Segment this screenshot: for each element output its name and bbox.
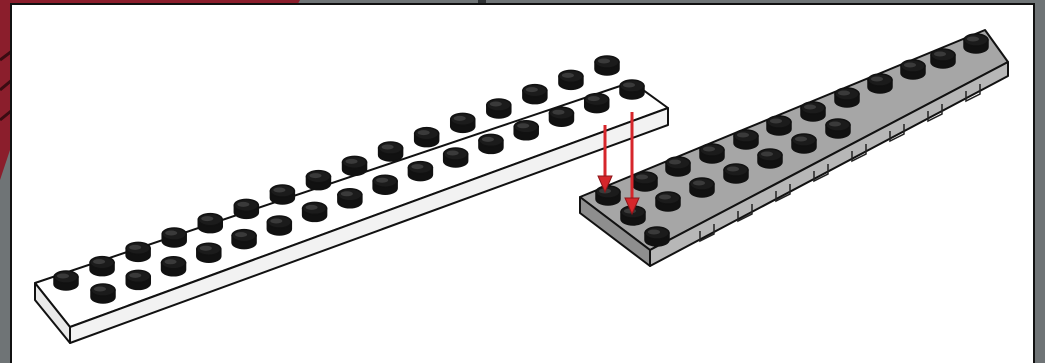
stud: [767, 116, 791, 135]
stud: [379, 142, 403, 161]
stud: [198, 214, 222, 233]
stud: [197, 243, 221, 262]
stud: [585, 94, 609, 113]
stud: [343, 156, 367, 175]
stud: [645, 227, 669, 246]
stud: [633, 172, 657, 191]
stud: [126, 270, 150, 289]
stud: [303, 202, 327, 221]
stud: [792, 134, 816, 153]
stud: [734, 130, 758, 149]
stud: [595, 56, 619, 75]
stud: [656, 192, 680, 211]
stud: [964, 34, 988, 53]
stud: [267, 216, 291, 235]
stud: [373, 175, 397, 194]
stud: [596, 186, 620, 205]
stud: [232, 230, 256, 249]
stud: [306, 171, 330, 190]
stud: [90, 257, 114, 276]
stud: [826, 119, 850, 138]
stud: [234, 199, 258, 218]
stud: [270, 185, 294, 204]
stud: [54, 271, 78, 290]
stud: [835, 88, 859, 107]
white-plate-side: [70, 108, 668, 343]
stud: [620, 80, 644, 99]
stud: [126, 242, 150, 261]
stud: [559, 70, 583, 89]
gray-wedge-plate: [580, 30, 1008, 266]
stud: [487, 99, 511, 118]
stud: [758, 149, 782, 168]
stud: [901, 60, 925, 79]
stud: [523, 85, 547, 104]
white-plate: [35, 56, 668, 343]
stud: [338, 189, 362, 208]
stud: [724, 164, 748, 183]
stud: [479, 134, 503, 153]
stud: [700, 144, 724, 163]
stud: [415, 128, 439, 147]
stud: [162, 257, 186, 276]
stud: [408, 162, 432, 181]
stud: [162, 228, 186, 247]
stud: [91, 284, 115, 303]
stud: [514, 121, 538, 140]
stud: [690, 178, 714, 197]
stud: [451, 113, 475, 132]
stud: [801, 102, 825, 121]
stud: [444, 148, 468, 167]
stud: [549, 107, 573, 126]
stud: [931, 49, 955, 68]
stud: [868, 74, 892, 93]
stud: [666, 157, 690, 176]
